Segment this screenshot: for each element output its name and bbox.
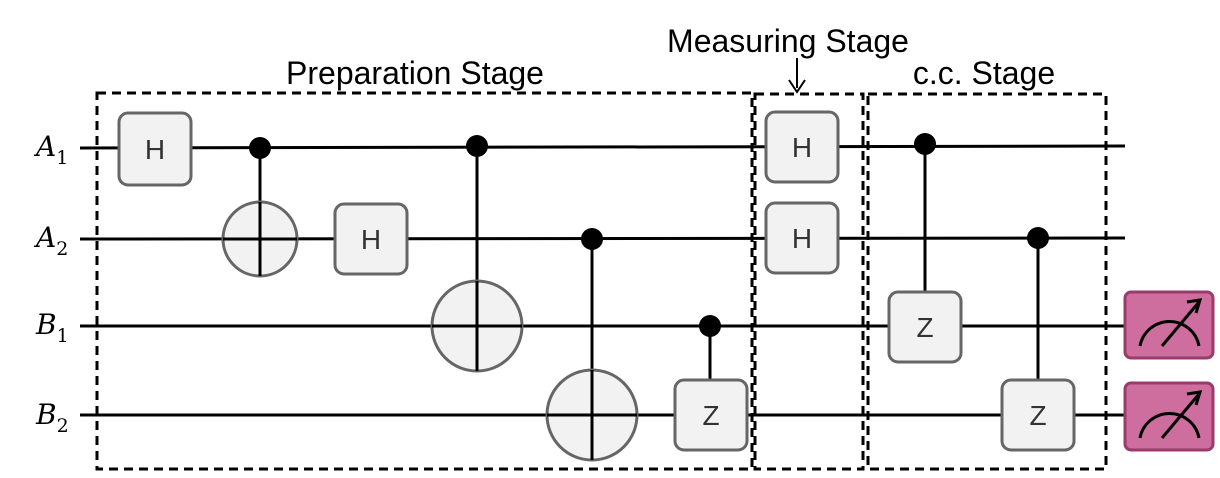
h-gate-a2-meas: H bbox=[764, 201, 840, 275]
wire-label-a1: A1 bbox=[33, 130, 68, 169]
wire-a1 bbox=[79, 144, 1126, 150]
control-dot-b1 bbox=[699, 315, 721, 337]
measurement-meter-b1-icon bbox=[1123, 290, 1215, 360]
control-dot-a1-2 bbox=[466, 135, 488, 157]
wire-label-a2: A2 bbox=[33, 221, 68, 260]
svg-text:Z: Z bbox=[702, 400, 719, 431]
measuring-stage-title: Measuring Stage bbox=[667, 23, 909, 59]
wire-label-b1: B1 bbox=[35, 308, 69, 347]
svg-text:H: H bbox=[792, 132, 812, 163]
svg-text:Z: Z bbox=[1029, 400, 1046, 431]
measuring-stage-box bbox=[753, 92, 865, 471]
svg-text:H: H bbox=[145, 134, 165, 165]
z-gate-b2-prep: Z bbox=[673, 378, 749, 452]
control-dot-a1-cc bbox=[914, 133, 936, 155]
svg-text:Z: Z bbox=[916, 312, 933, 343]
control-dot-a1-1 bbox=[249, 137, 271, 159]
z-gate-b1-cc: Z bbox=[887, 290, 963, 364]
cc-stage-box bbox=[866, 92, 1108, 471]
wire-label-b2: B2 bbox=[35, 398, 69, 437]
z-gate-b2-cc: Z bbox=[1000, 378, 1076, 452]
cnot-target-a2-1 bbox=[221, 200, 299, 278]
cnot-target-b2 bbox=[545, 368, 639, 462]
svg-text:H: H bbox=[361, 224, 381, 255]
cc-stage-title: c.c. Stage bbox=[913, 55, 1055, 91]
control-dot-a2-cc bbox=[1027, 227, 1049, 249]
svg-text:H: H bbox=[792, 223, 812, 254]
preparation-stage-title: Preparation Stage bbox=[286, 55, 544, 91]
control-dot-a2-1 bbox=[581, 228, 603, 250]
cnot-target-b1 bbox=[430, 279, 524, 373]
measuring-stage-arrow bbox=[788, 58, 806, 94]
h-gate-a1-prep: H bbox=[117, 111, 193, 187]
preparation-stage-box bbox=[95, 91, 754, 471]
h-gate-a1-meas: H bbox=[764, 110, 840, 184]
measurement-meter-b2-icon bbox=[1123, 381, 1215, 452]
h-gate-a2-prep: H bbox=[333, 202, 409, 276]
